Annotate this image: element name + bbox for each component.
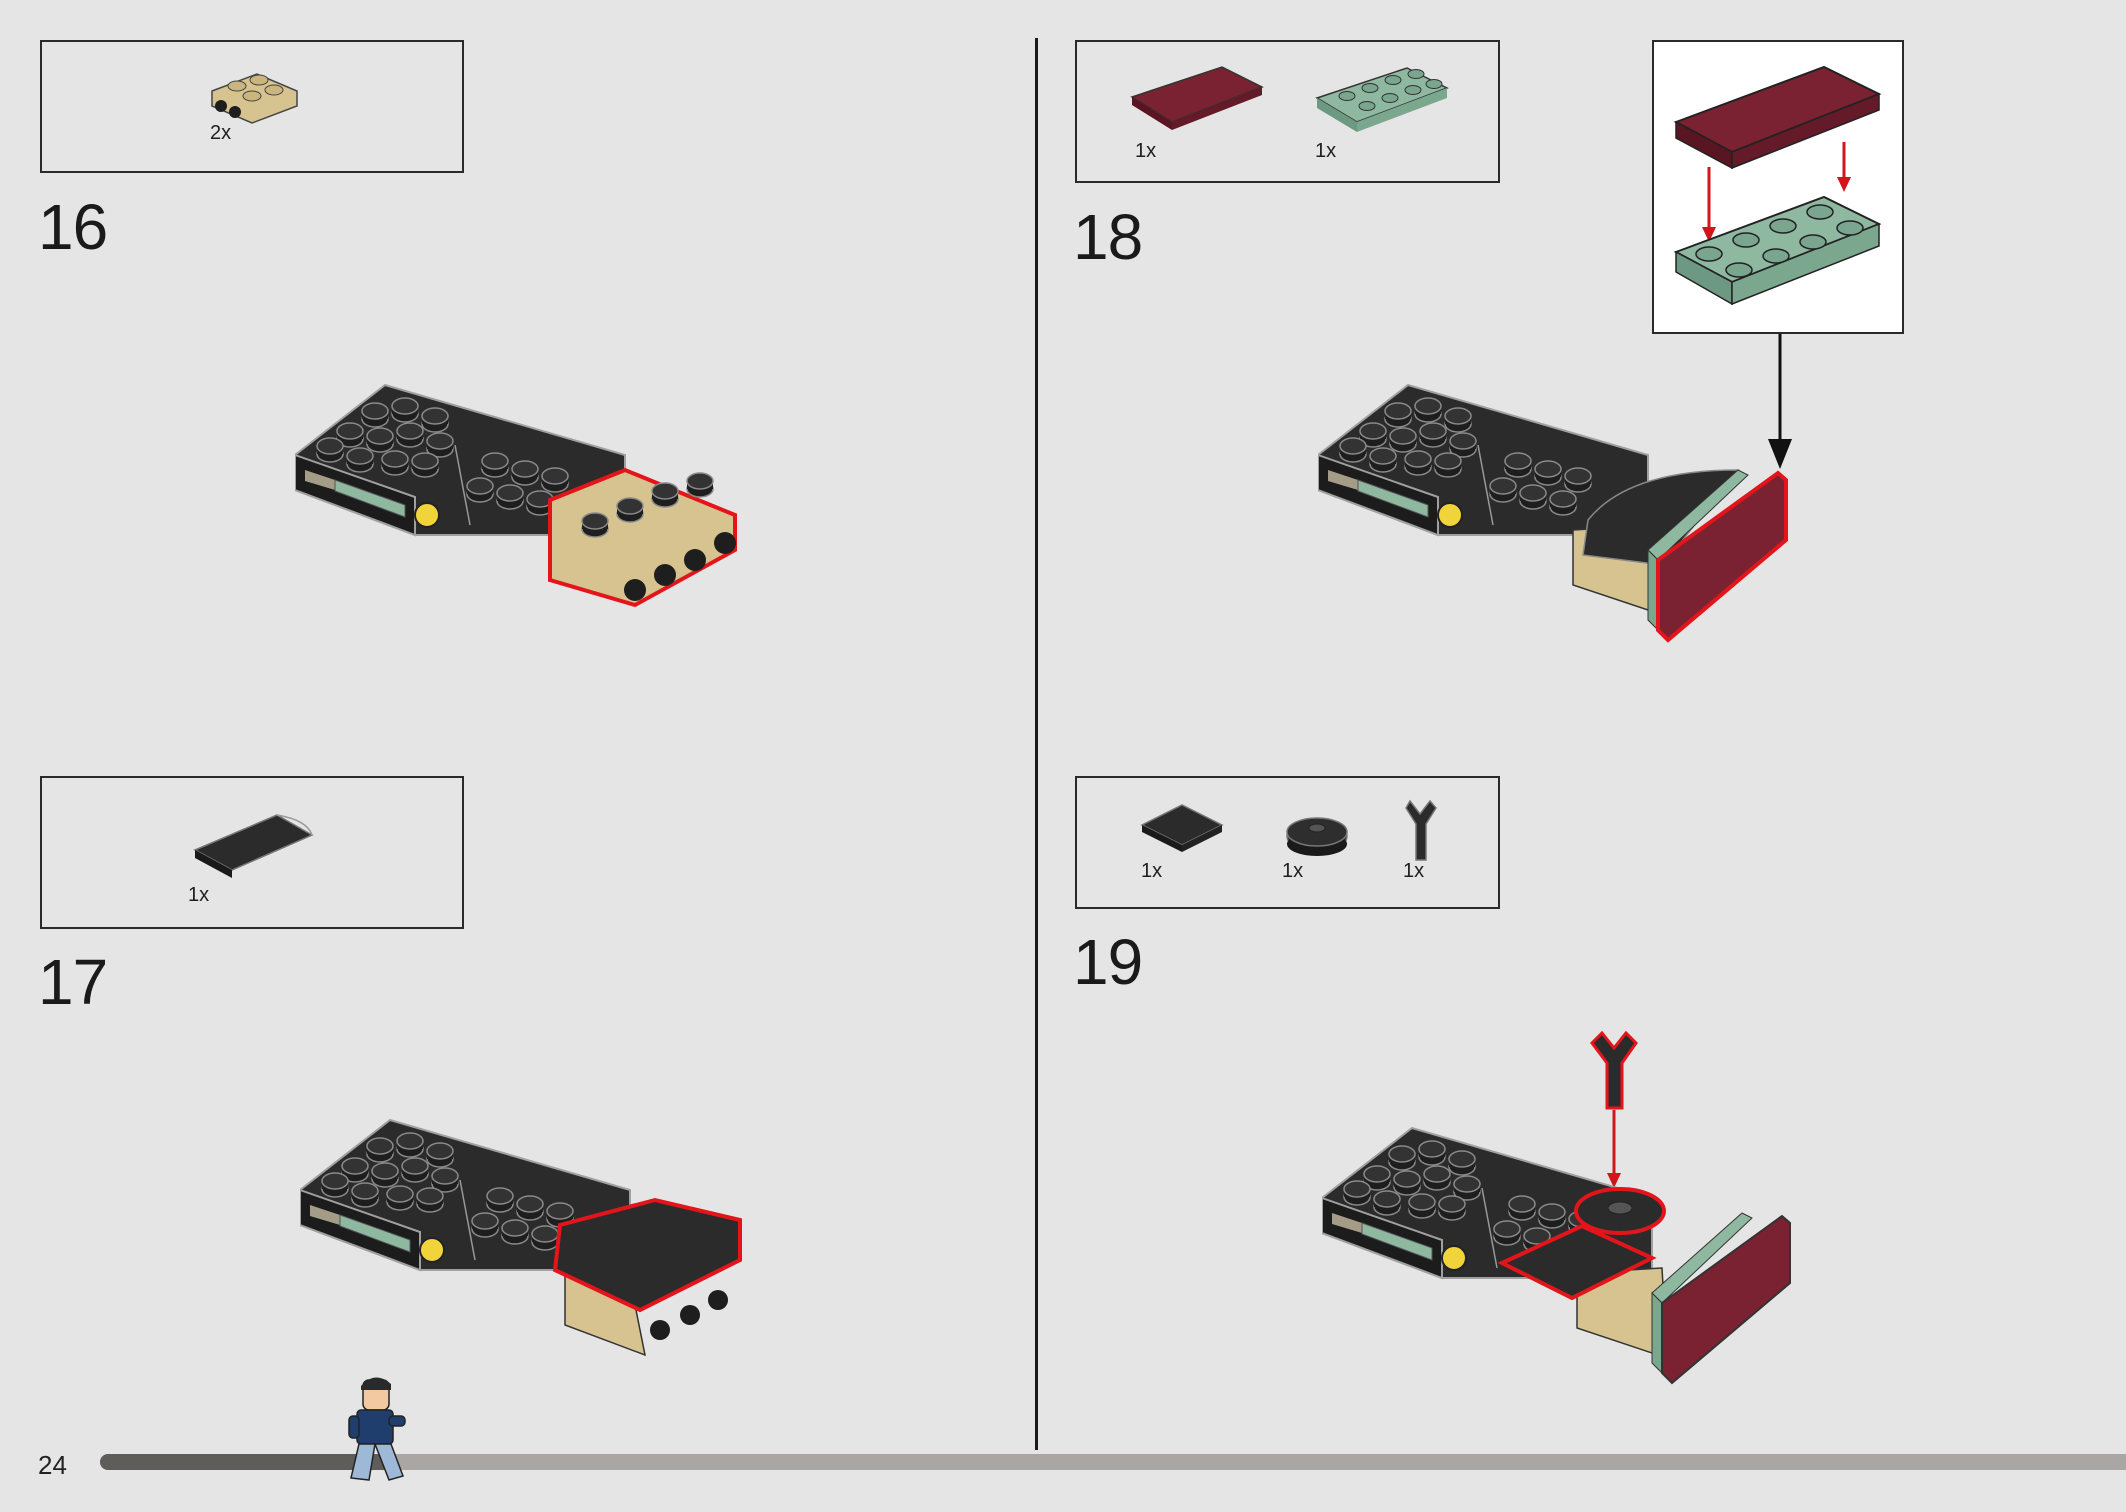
step-number: 18 [1073, 201, 1143, 273]
part-quantity: 1x [1315, 140, 1337, 162]
page-divider [1035, 38, 1038, 1450]
tan-plate-icon [211, 73, 298, 124]
dark-red-tile-icon [1130, 66, 1264, 130]
parts-list-step-19: 1x 1x 1x [1075, 776, 1500, 909]
black-clip-stick-icon [1405, 799, 1437, 861]
sub-assembly-callout [1652, 40, 1904, 334]
sand-green-plate-icon [1315, 67, 1449, 132]
part-quantity: 2x [210, 122, 232, 144]
step-number: 19 [1073, 926, 1143, 998]
black-round-plate-icon [1286, 817, 1348, 856]
parts-list-step-17: 1x [40, 776, 464, 929]
callout-arrow [1768, 334, 1792, 469]
part-quantity: 1x [1135, 140, 1157, 162]
black-tile-icon [1140, 804, 1224, 852]
build-progress-fill [100, 1454, 384, 1470]
part-quantity: 1x [188, 884, 210, 906]
sub-assembly-illustration [1673, 65, 1882, 306]
step-19-model-illustration [1322, 1030, 1791, 1385]
step-16-model-illustration [295, 375, 737, 608]
minifigure-progress-marker-icon [348, 1377, 406, 1481]
page-number: 24 [38, 1450, 67, 1480]
part-quantity: 1x [1403, 860, 1425, 882]
part-quantity: 1x [1141, 860, 1163, 882]
parts-list-step-18: 1x 1x [1075, 40, 1500, 183]
step-number: 17 [38, 946, 108, 1018]
part-quantity: 1x [1282, 860, 1304, 882]
step-17-model-illustration [300, 1110, 742, 1357]
step-18-model-illustration [1318, 375, 1788, 643]
parts-list-step-16: 2x [40, 40, 464, 173]
step-number: 16 [38, 191, 108, 263]
build-progress-bar [100, 1454, 2126, 1470]
black-slope-icon [193, 814, 314, 878]
